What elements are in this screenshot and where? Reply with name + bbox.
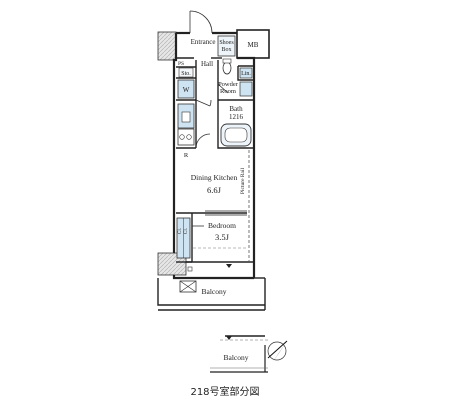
label-bath-size: 1216 <box>229 113 244 121</box>
door-swings <box>189 10 229 227</box>
sink-icon <box>239 81 253 97</box>
sliding-door-bedroom <box>205 210 247 216</box>
label-bedroom: Bedroom <box>208 221 236 230</box>
toilet-icon <box>222 61 232 75</box>
label-balcony: Balcony <box>202 287 227 296</box>
label-cl-1: Cl. <box>178 228 183 234</box>
room-labels: Entrance Shoes Box MB PS Hall Sto. Lin. … <box>178 38 259 296</box>
washer-icon <box>177 79 195 99</box>
label-w: W <box>183 86 190 94</box>
label-hall: Hall <box>201 60 213 68</box>
fixtures <box>176 58 253 293</box>
label-dining-kitchen: Dining Kitchen <box>191 173 238 182</box>
label-box: Box <box>221 47 231 53</box>
mb-box <box>236 29 270 59</box>
inset-detail: Balcony <box>210 335 268 373</box>
label-r: R <box>184 152 189 159</box>
cooktop-icon <box>177 128 195 146</box>
plan-caption: 218号室部分図 <box>190 387 260 398</box>
label-bath: Bath <box>229 105 243 113</box>
label-sto: Sto. <box>181 71 191 77</box>
label-lin: Lin. <box>241 71 251 77</box>
label-shoes: Shoes <box>219 40 234 46</box>
outer-walls <box>172 31 256 280</box>
label-bedroom-size: 3.5J <box>215 232 230 242</box>
label-ps: PS <box>178 61 184 67</box>
label-cl-2: Cl. <box>184 228 189 234</box>
shaft-bottom-left <box>157 252 187 276</box>
interior-walls <box>176 35 254 263</box>
window-marker <box>226 264 232 268</box>
label-room: Room <box>220 88 236 95</box>
label-mb: MB <box>248 41 259 49</box>
balcony-railing <box>157 277 266 311</box>
shaft-top-left <box>157 31 177 61</box>
label-dk-size: 6.6J <box>207 185 222 195</box>
label-entrance: Entrance <box>191 38 216 46</box>
inset-label-balcony: Balcony <box>224 353 249 362</box>
label-picture-rail: Picture Rail <box>240 167 246 194</box>
compass-icon <box>267 340 288 363</box>
label-powder: Powder <box>218 81 239 88</box>
